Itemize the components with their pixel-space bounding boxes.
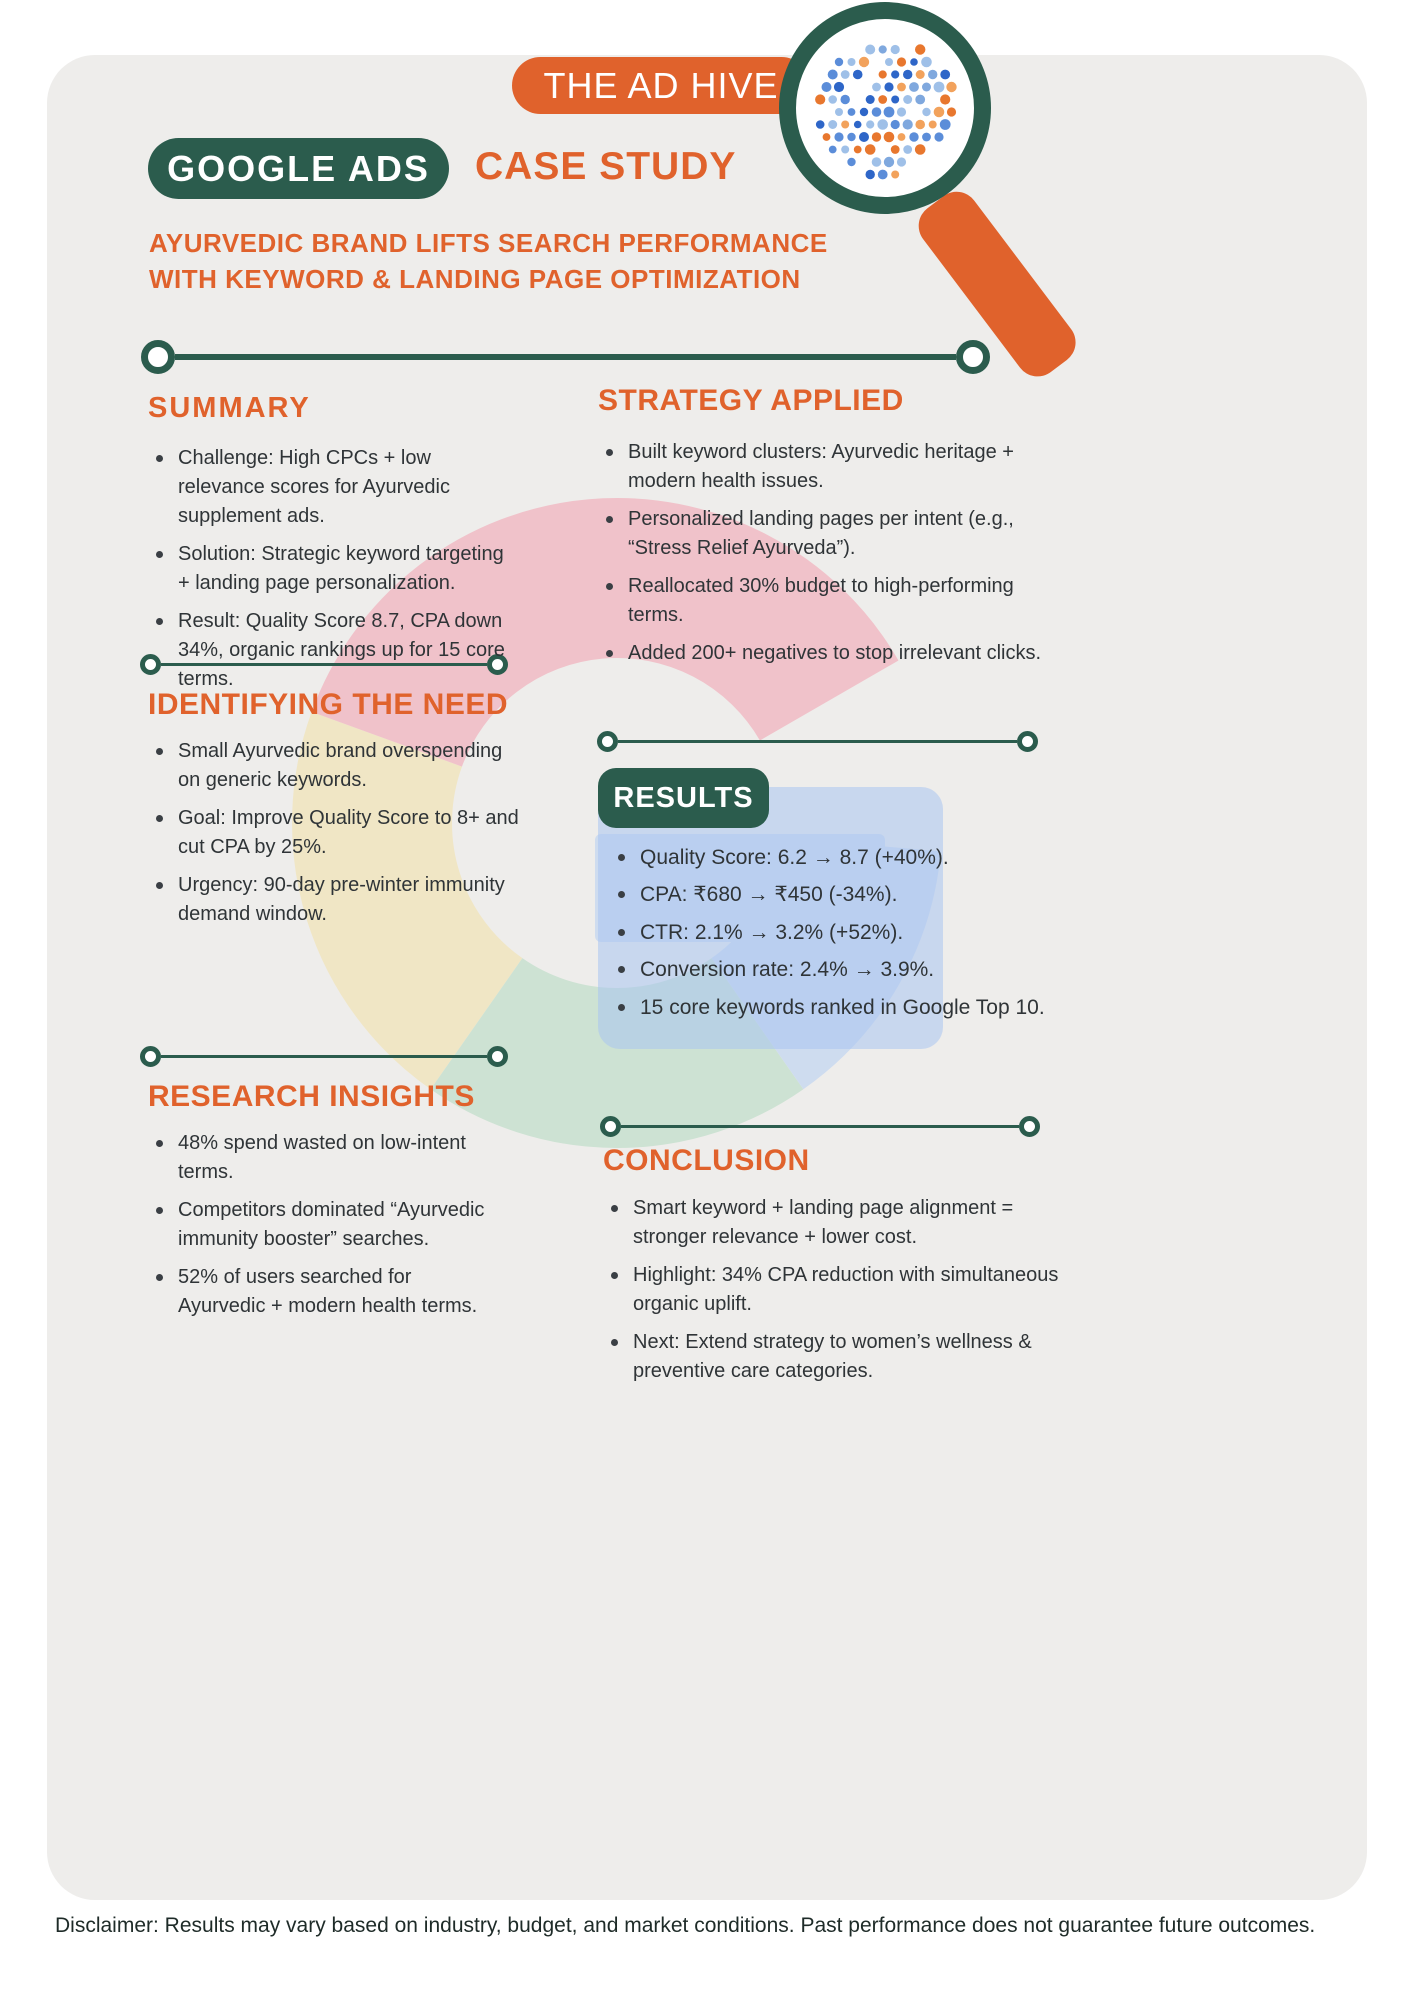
- conclusion-list: Smart keyword + landing page alignment =…: [603, 1194, 1063, 1395]
- divider-ring: [1017, 731, 1038, 752]
- magnifier-lens-icon: [779, 2, 991, 214]
- divider-line: [161, 1055, 487, 1058]
- need-list: Small Ayurvedic brand overspending on ge…: [148, 737, 523, 938]
- bullet-item: Goal: Improve Quality Score to 8+ and cu…: [148, 804, 523, 862]
- results-divider: [597, 731, 1038, 752]
- disclaimer-text: Disclaimer: Results may vary based on in…: [55, 1914, 1316, 1937]
- bullet-item: Next: Extend strategy to women’s wellnes…: [603, 1328, 1063, 1386]
- bullet-item: Quality Score: 6.2 → 8.7 (+40%).: [610, 843, 1070, 873]
- page-subtitle: AYURVEDIC BRAND LIFTS SEARCH PERFORMANCE…: [149, 228, 828, 294]
- strategy-list: Built keyword clusters: Ayurvedic herita…: [598, 438, 1068, 677]
- results-panel: [598, 787, 943, 1049]
- bullet-item: CTR: 2.1% → 3.2% (+52%).: [610, 918, 1070, 948]
- bullet-item: Urgency: 90-day pre-winter immunity dema…: [148, 871, 523, 929]
- divider-ring: [140, 654, 161, 675]
- divider-ring: [600, 1116, 621, 1137]
- divider-ring: [1019, 1116, 1040, 1137]
- bullet-item: Built keyword clusters: Ayurvedic herita…: [598, 438, 1068, 496]
- divider-ring: [140, 1046, 161, 1067]
- bullet-item: Competitors dominated “Ayurvedic immunit…: [148, 1196, 493, 1254]
- summary-title: SUMMARY: [148, 392, 311, 424]
- bullet-item: Challenge: High CPCs + low relevance sco…: [148, 444, 508, 531]
- brand-pill: THE AD HIVE: [512, 57, 810, 114]
- divider-ring: [487, 1046, 508, 1067]
- bullet-item: Reallocated 30% budget to high-performin…: [598, 572, 1068, 630]
- dotted-globe-icon: [815, 44, 957, 180]
- divider-line: [175, 354, 956, 360]
- research-list: 48% spend wasted on low-intent terms. Com…: [148, 1129, 493, 1330]
- summary-list: Challenge: High CPCs + low relevance sco…: [148, 444, 508, 703]
- results-list: Quality Score: 6.2 → 8.7 (+40%). CPA: ₹68…: [610, 843, 1070, 1030]
- divider-ring: [487, 654, 508, 675]
- bullet-item: Personalized landing pages per intent (e…: [598, 505, 1068, 563]
- bullet-item: Result: Quality Score 8.7, CPA down 34%,…: [148, 607, 508, 694]
- need-title: IDENTIFYING THE NEED: [148, 688, 509, 721]
- divider-ring: [141, 340, 175, 374]
- bullet-item: 15 core keywords ranked in Google Top 10…: [610, 993, 1070, 1023]
- case-study-title: CASE STUDY: [475, 145, 737, 188]
- bullet-item: CPA: ₹680 → ₹450 (-34%).: [610, 880, 1070, 910]
- bullet-item: Conversion rate: 2.4% → 3.9%.: [610, 955, 1070, 985]
- need-divider: [140, 654, 508, 675]
- google-ads-pill: GOOGLE ADS: [148, 138, 449, 199]
- strategy-title: STRATEGY APPLIED: [598, 384, 904, 417]
- research-title: RESEARCH INSIGHTS: [148, 1080, 475, 1113]
- divider-line: [161, 663, 487, 666]
- bullet-item: Added 200+ negatives to stop irrelevant …: [598, 639, 1068, 668]
- results-pill: RESULTS: [598, 768, 769, 828]
- bullet-item: Smart keyword + landing page alignment =…: [603, 1194, 1063, 1252]
- divider-ring: [597, 731, 618, 752]
- bullet-item: Solution: Strategic keyword targeting + …: [148, 540, 508, 598]
- bullet-item: 52% of users searched for Ayurvedic + mo…: [148, 1263, 493, 1321]
- divider-line: [618, 740, 1017, 743]
- conclusion-title: CONCLUSION: [603, 1144, 810, 1177]
- conclusion-divider: [600, 1116, 1040, 1137]
- bullet-item: Highlight: 34% CPA reduction with simult…: [603, 1261, 1063, 1319]
- divider-line: [621, 1125, 1019, 1128]
- header-divider: [141, 340, 990, 374]
- bullet-item: 48% spend wasted on low-intent terms.: [148, 1129, 493, 1187]
- bullet-item: Small Ayurvedic brand overspending on ge…: [148, 737, 523, 795]
- divider-ring: [956, 340, 990, 374]
- research-divider: [140, 1046, 508, 1067]
